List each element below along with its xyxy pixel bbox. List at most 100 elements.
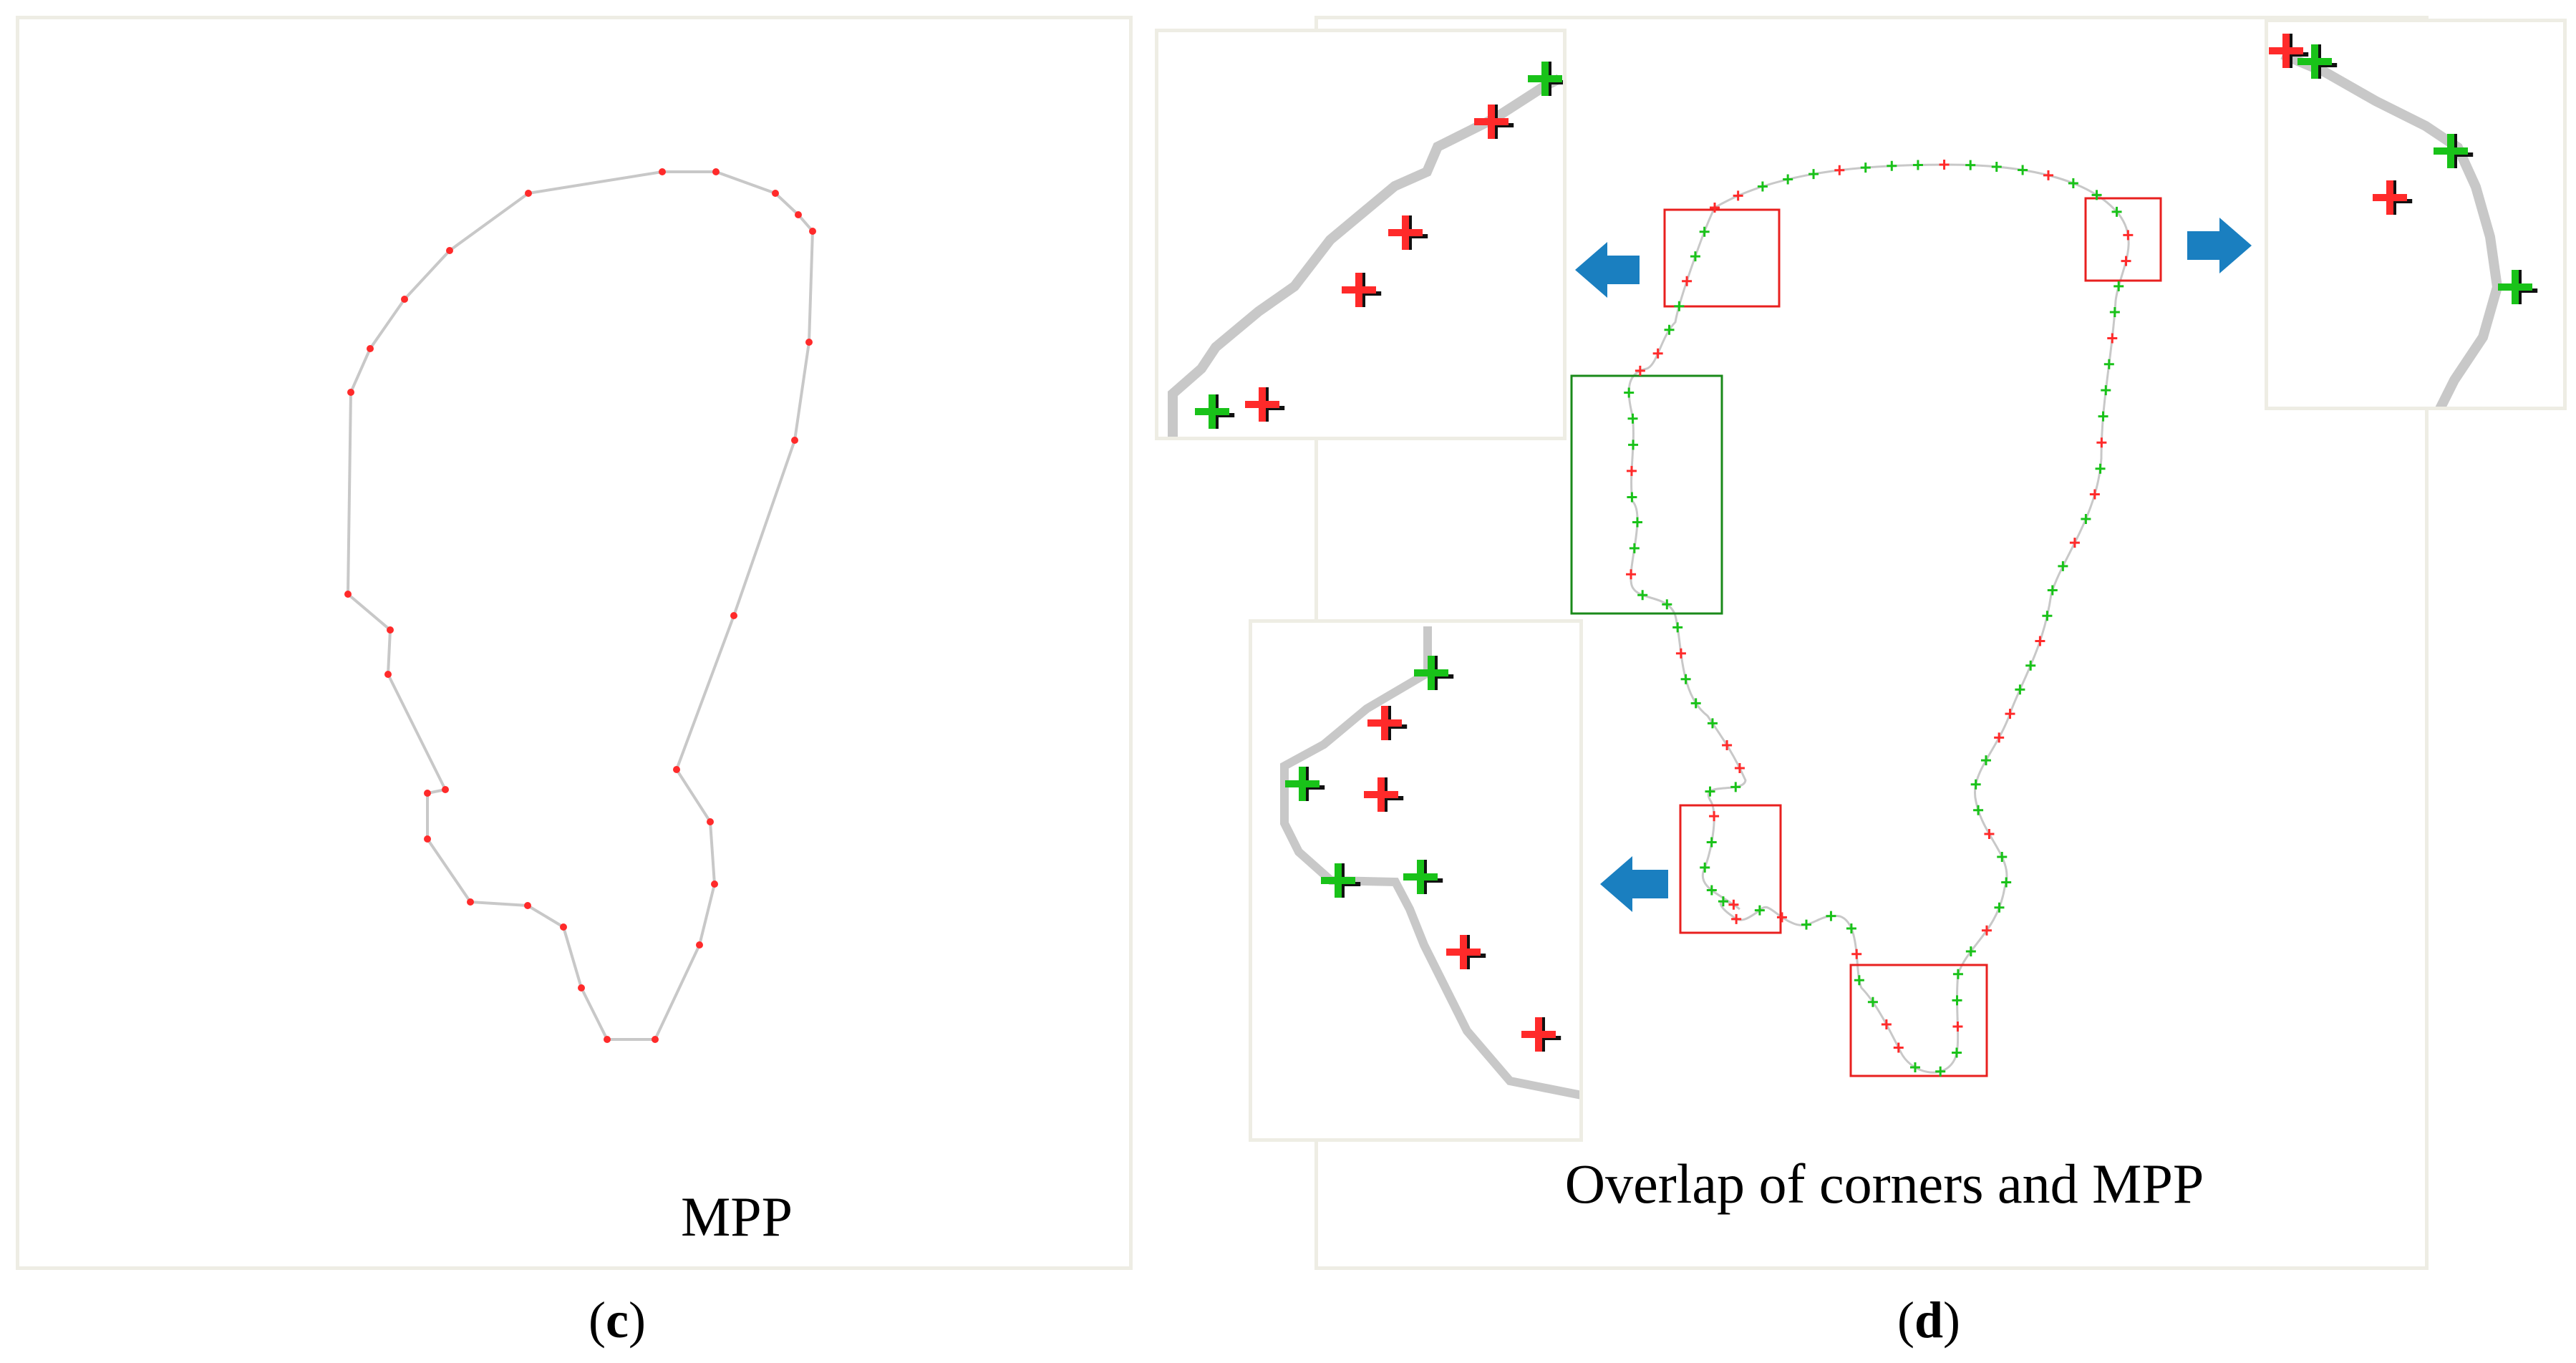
corner-marker	[2107, 333, 2118, 344]
mpp-vertex	[795, 211, 802, 218]
mpp-marker	[1935, 1066, 1946, 1077]
mpp-marker	[1754, 905, 1765, 916]
mpp-marker	[1637, 590, 1648, 601]
mpp-marker	[2015, 684, 2025, 695]
corner-marker	[1245, 387, 1285, 422]
corner-marker	[1939, 160, 1950, 170]
corner-marker	[1521, 1017, 1561, 1052]
mpp-marker	[2498, 270, 2538, 304]
corner-marker	[1474, 105, 1514, 139]
caption-overlap: Overlap of corners and MPP	[1564, 1153, 2204, 1215]
mpp-marker	[2001, 877, 2012, 888]
corner-marker	[1893, 1042, 1904, 1053]
mpp-vertex	[578, 984, 585, 991]
mpp-vertex	[525, 190, 532, 197]
corner-marker	[1733, 190, 1743, 201]
mpp-vertices	[344, 168, 816, 1043]
mpp-vertex	[604, 1036, 611, 1043]
zoom-inset-bottom-left-drawing	[1280, 626, 1579, 1100]
corner-marker	[2121, 256, 2131, 266]
zoom-box-top-right	[2084, 197, 2162, 282]
corner-marker	[2069, 538, 2080, 548]
mpp-marker	[1680, 674, 1691, 684]
mpp-vertex	[442, 786, 449, 793]
corner-marker	[1722, 739, 1733, 750]
mpp-marker	[1808, 169, 1819, 180]
corner-marker	[1626, 465, 1637, 476]
zoom-box-bottom	[1849, 964, 1988, 1077]
mpp-marker	[1887, 160, 1897, 171]
mpp-marker	[1195, 394, 1235, 429]
mpp-marker	[1706, 837, 1717, 848]
mpp-marker	[1730, 782, 1741, 792]
mpp-marker	[2297, 44, 2338, 79]
corner-marker	[1626, 569, 1637, 580]
corner-marker	[1994, 732, 2005, 743]
corner-marker	[1981, 925, 1992, 936]
mpp-marker	[1624, 387, 1635, 398]
zoom-contour-segment	[2280, 49, 2503, 407]
corner-marker	[2089, 489, 2100, 500]
mpp-vertex	[560, 923, 567, 931]
mpp-marker	[2018, 165, 2028, 175]
mpp-marker	[1846, 923, 1856, 933]
corner-marker	[1709, 811, 1720, 822]
mpp-vertex	[446, 247, 453, 254]
mpp-marker	[1674, 301, 1685, 311]
zoom-inset-bottom-left	[1249, 619, 1583, 1142]
mpp-marker	[2098, 411, 2108, 422]
zoom-box-middle-left	[1570, 374, 1723, 615]
mpp-marker	[2434, 134, 2474, 168]
zoom-markers	[1285, 656, 1561, 1052]
mpp-vertex	[467, 898, 474, 906]
corner-marker	[2005, 709, 2015, 719]
corner-marker	[1952, 1021, 1963, 1032]
arrow-left-icon	[1600, 856, 1668, 912]
mpp-marker	[2091, 190, 2102, 200]
mpp-marker	[1629, 543, 1640, 553]
mpp-vertex	[401, 296, 408, 303]
mpp-vertex	[707, 818, 714, 825]
mpp-vertex	[772, 190, 779, 197]
corner-marker	[1675, 648, 1686, 659]
corner-marker	[2123, 230, 2134, 241]
corner-marker	[1388, 215, 1428, 250]
mpp-marker	[2058, 561, 2068, 571]
zoom-markers	[1195, 62, 1563, 429]
corner-marker	[1776, 912, 1787, 923]
mpp-marker	[1285, 767, 1325, 801]
corner-marker	[2269, 34, 2309, 68]
corner-marker	[1984, 828, 1995, 839]
mpp-marker	[2113, 281, 2124, 291]
mpp-vertex	[424, 790, 431, 797]
mpp-marker	[2047, 585, 2058, 596]
mpp-marker	[2081, 513, 2091, 524]
mpp-marker	[1718, 896, 1728, 907]
corner-marker	[1851, 949, 1862, 959]
mpp-marker	[2101, 385, 2111, 396]
zoom-box-bottom-left	[1679, 804, 1782, 934]
mpp-marker	[1783, 174, 1793, 185]
zoom-inset-top-left	[1155, 29, 1567, 440]
mpp-vertex	[730, 612, 737, 619]
mpp-marker	[1826, 911, 1836, 921]
arrow-right-icon	[2187, 218, 2252, 273]
mpp-marker	[1973, 805, 1984, 815]
mpp-vertex	[805, 339, 813, 346]
mpp-marker	[1414, 656, 1454, 690]
zoom-box-top-left	[1663, 208, 1781, 308]
mpp-marker	[1700, 862, 1710, 873]
mpp-marker	[1690, 698, 1701, 709]
mpp-marker	[2068, 178, 2078, 189]
subfigure-label-c: (c)	[589, 1291, 646, 1349]
mpp-marker	[2109, 306, 2120, 317]
mpp-marker	[1854, 975, 1864, 986]
corner-marker	[1342, 273, 1382, 307]
mpp-marker	[1628, 440, 1639, 450]
corner-marker	[1881, 1019, 1892, 1030]
subfigure-label-d: (d)	[1897, 1291, 1961, 1349]
mpp-marker	[1912, 160, 1923, 170]
corner-marker	[1734, 762, 1745, 773]
corner-marker	[2035, 636, 2045, 646]
